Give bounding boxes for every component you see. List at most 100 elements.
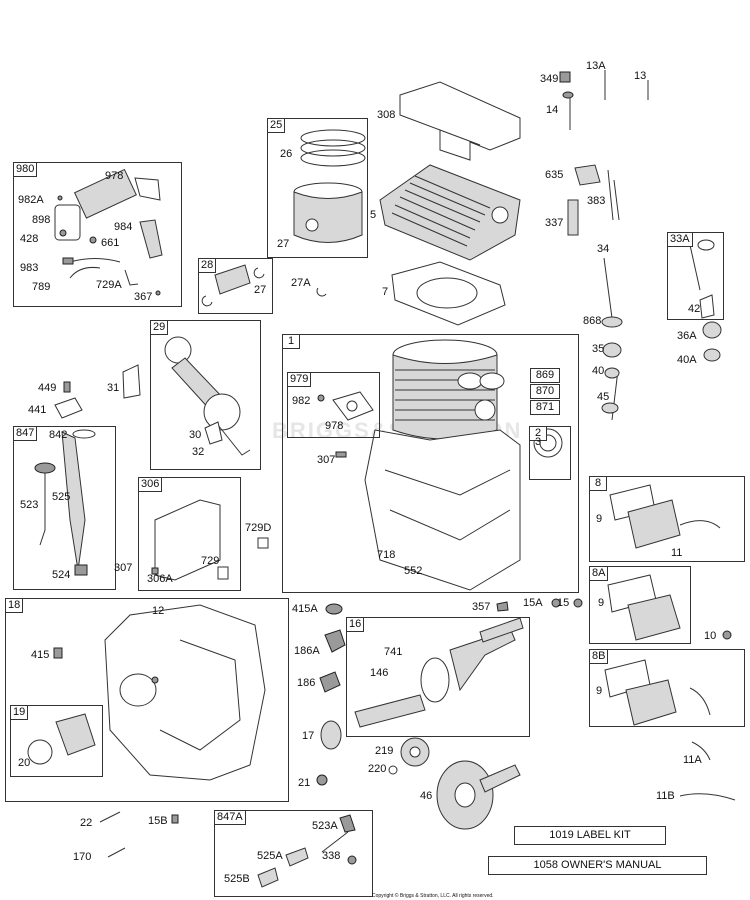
group-box-8B <box>589 649 745 727</box>
starter-motor-drawing <box>54 168 163 296</box>
group-box-8 <box>589 476 745 562</box>
part-label-34: 34 <box>597 243 610 255</box>
bracket-31-drawing <box>122 364 141 399</box>
part-label-35: 35 <box>592 343 605 355</box>
plug-21-drawing <box>316 774 328 786</box>
group-tag-8B: 8B <box>589 649 609 664</box>
group-tag-869: 869 <box>530 368 560 383</box>
part-label-36A: 36A <box>677 330 697 342</box>
group-tag-2: 2 <box>529 426 547 441</box>
part-label-789: 789 <box>32 281 51 293</box>
heat-shield-drawing <box>399 81 521 161</box>
group-tag-1: 1 <box>282 334 300 349</box>
part-label-20: 20 <box>18 757 31 769</box>
spark-plug-drawing <box>559 70 649 236</box>
part-label-186: 186 <box>297 677 316 689</box>
part-label-982: 982 <box>292 395 311 407</box>
part-label-220: 220 <box>368 763 387 775</box>
bushing-drawing <box>27 713 96 765</box>
valve-cover-8B-drawing <box>604 659 711 726</box>
part-label-552: 552 <box>404 565 423 577</box>
group-box-1 <box>282 334 579 593</box>
group-tag-871: 871 <box>530 400 560 415</box>
part-label-9-cover8: 9 <box>596 513 603 525</box>
part-label-441: 441 <box>28 404 47 416</box>
valve-train-drawing <box>601 239 722 421</box>
valve-cover-8-drawing <box>609 484 721 549</box>
breather-drawing <box>317 391 374 421</box>
part-label-7: 7 <box>382 286 389 298</box>
part-label-11A: 11A <box>683 754 702 766</box>
seal-17-drawing <box>320 720 342 750</box>
part-label-13A: 13A <box>586 60 606 72</box>
part-label-45: 45 <box>597 391 610 403</box>
part-label-525B: 525B <box>224 873 250 885</box>
group-tag-979: 979 <box>287 372 312 387</box>
part-label-32: 32 <box>192 446 205 458</box>
group-tag-847: 847 <box>13 426 38 441</box>
tube-11B-drawing <box>679 793 736 801</box>
gears-drawing <box>388 737 521 830</box>
group-box-306 <box>138 477 241 591</box>
part-label-898: 898 <box>32 214 51 226</box>
part-label-9-cover8A: 9 <box>598 597 605 609</box>
clip-441-drawing <box>54 397 83 419</box>
group-tag-8: 8 <box>589 476 607 491</box>
group-tag-18: 18 <box>5 598 24 613</box>
crankcase-drawing <box>364 339 521 591</box>
part-label-21: 21 <box>298 777 311 789</box>
group-tag-8A: 8A <box>589 566 609 581</box>
owners-manual-button[interactable]: 1058 OWNER'S MANUAL <box>488 856 707 875</box>
part-label-741: 741 <box>384 646 403 658</box>
part-label-449: 449 <box>38 382 57 394</box>
group-box-28 <box>198 258 273 314</box>
fittings-drawing <box>319 598 732 693</box>
group-box-2 <box>529 426 571 480</box>
part-label-42: 42 <box>688 303 701 315</box>
group-tag-980: 980 <box>13 162 38 177</box>
part-label-635: 635 <box>545 169 564 181</box>
group-box-8A <box>589 566 691 644</box>
label-kit-button[interactable]: 1019 LABEL KIT <box>514 826 666 845</box>
piston-pin-drawing <box>201 264 265 307</box>
group-tag-306: 306 <box>138 477 163 492</box>
part-label-12: 12 <box>152 605 165 617</box>
group-tag-16: 16 <box>346 617 365 632</box>
dipstick-drawing <box>34 429 96 576</box>
group-box-33A <box>667 232 724 320</box>
part-label-13: 13 <box>634 70 647 82</box>
part-label-15A: 15A <box>523 597 543 609</box>
part-label-307-crankcase: 307 <box>317 454 336 466</box>
group-tag-19: 19 <box>10 705 29 720</box>
part-label-170: 170 <box>73 851 92 863</box>
part-label-46: 46 <box>420 790 433 802</box>
part-label-11: 11 <box>671 547 683 559</box>
part-label-415A: 415A <box>292 603 318 615</box>
part-label-367: 367 <box>134 291 153 303</box>
group-tag-25: 25 <box>267 118 286 133</box>
part-label-337: 337 <box>545 217 564 229</box>
copyright-notice: Copyright © Briggs & Stratton, LLC. All … <box>372 893 494 899</box>
part-label-26: 26 <box>280 148 293 160</box>
part-729D-drawing <box>257 537 269 549</box>
crankcase-cover-drawing <box>53 604 266 781</box>
part-label-31: 31 <box>107 382 120 394</box>
part-label-17: 17 <box>302 730 315 742</box>
part-label-27-piston: 27 <box>277 238 290 250</box>
screw-307-drawing <box>335 451 347 458</box>
part-label-729A: 729A <box>96 279 122 291</box>
part-label-349: 349 <box>540 73 559 85</box>
part-label-729: 729 <box>201 555 220 567</box>
part-label-415: 415 <box>31 649 50 661</box>
part-label-984: 984 <box>114 221 133 233</box>
part-label-40: 40 <box>592 365 605 377</box>
group-tag-29: 29 <box>150 320 169 335</box>
retainer-27A-drawing <box>316 287 327 297</box>
part-label-40A: 40A <box>677 354 697 366</box>
bolts-drawing <box>99 811 179 858</box>
tube-11A-drawing <box>691 741 711 761</box>
group-box-980 <box>13 162 182 307</box>
screw-449-drawing <box>63 381 71 393</box>
